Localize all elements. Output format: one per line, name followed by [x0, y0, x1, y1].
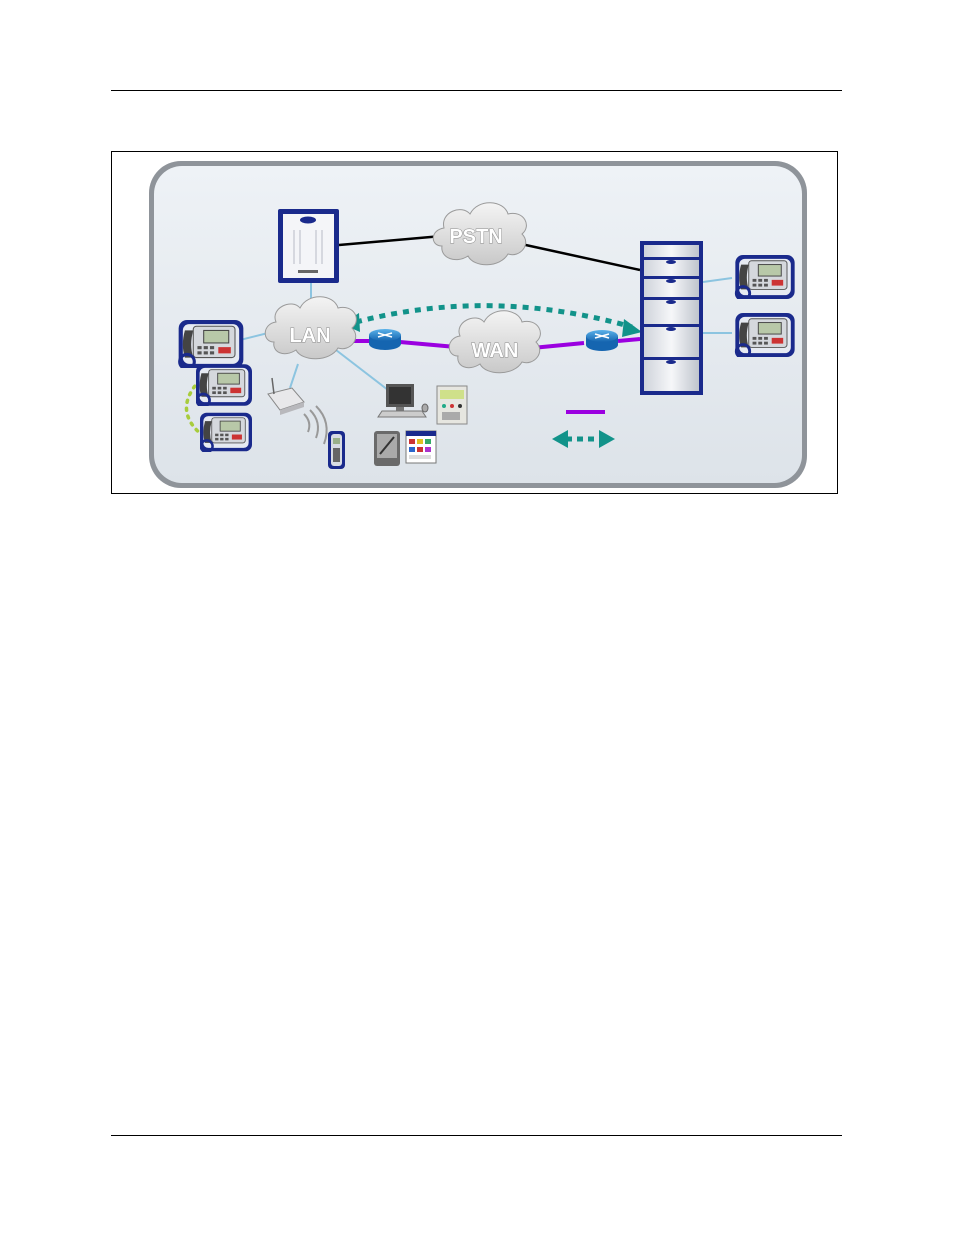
ip-phone-right-1 — [735, 255, 794, 300]
figure-frame: PSTN LAN WAN — [111, 151, 838, 494]
ip-phone-right-2 — [735, 313, 794, 358]
network-diagram: PSTN LAN WAN — [112, 152, 839, 495]
pda-screen — [406, 431, 436, 463]
wireless-handset — [328, 431, 345, 469]
ip-phone-left-3 — [200, 413, 252, 452]
router-right — [586, 330, 618, 351]
router-left — [369, 329, 401, 350]
header-rule — [111, 90, 842, 91]
wan-link-d — [618, 339, 640, 341]
ip-phone-left-2 — [196, 364, 252, 406]
call-server — [278, 209, 339, 283]
pda-device — [374, 431, 400, 466]
wan-label: WAN — [472, 340, 519, 362]
pstn-label: PSTN — [449, 226, 502, 248]
footer-rule — [111, 1135, 842, 1136]
lan-label: LAN — [289, 325, 330, 347]
ip-phone-left-1 — [179, 320, 244, 369]
equipment-rack — [640, 241, 703, 395]
softphone-window — [437, 386, 467, 424]
